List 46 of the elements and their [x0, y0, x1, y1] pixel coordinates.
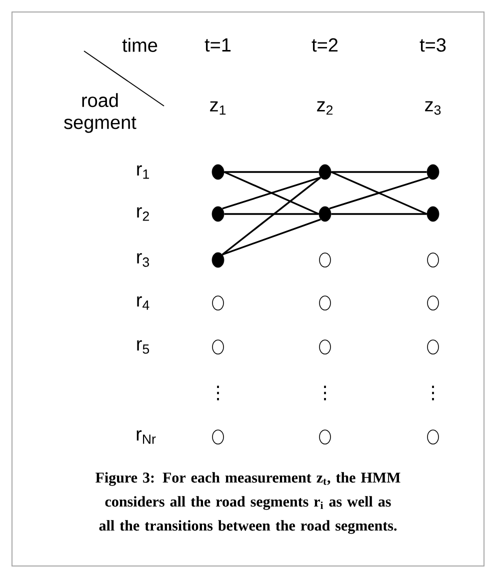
open-circle — [319, 430, 331, 444]
filled-dot — [318, 206, 332, 222]
filled-dot — [212, 206, 224, 222]
row-label: r$_{Nr}$ — [136, 430, 156, 444]
row-label: r$_{3}$ — [137, 253, 150, 267]
axis-label: time — [122, 38, 158, 52]
column-header: z$_{2}$ — [317, 101, 333, 115]
edge-line — [222, 176, 321, 210]
open-circle — [319, 252, 331, 268]
column-header: z$_{3}$ — [425, 101, 441, 115]
figure-caption: Figure 3: For each measurement z$_{t}$, the HMM considers all the road segments r$_{i}$ as well as all the transitions between the road segments. — [96, 472, 400, 534]
edge-line — [224, 171, 319, 173]
axis-label: road segment — [64, 93, 136, 133]
open-circle — [427, 296, 439, 310]
open-circle — [212, 430, 224, 444]
open-circle — [427, 430, 439, 444]
filled-dot — [426, 206, 440, 222]
edge-line — [331, 213, 427, 215]
filled-dot — [318, 164, 332, 180]
edge-line — [222, 218, 321, 256]
edge-line — [331, 171, 427, 173]
column-header: z$_{1}$ — [210, 101, 226, 115]
edge-line — [329, 176, 429, 210]
filled-dot — [212, 252, 224, 268]
open-circle — [427, 340, 439, 354]
column-header: t=1 — [204, 38, 231, 52]
open-circle — [212, 340, 224, 354]
edge-line — [330, 171, 428, 215]
ellipsis: ⋮ — [432, 386, 434, 400]
row-label: r$_{4}$ — [137, 296, 150, 310]
edge-line — [222, 176, 322, 256]
ellipsis: ⋮ — [324, 386, 326, 400]
open-circle — [212, 296, 224, 310]
row-label: r$_{1}$ — [137, 165, 149, 179]
row-label: r$_{5}$ — [137, 340, 150, 354]
open-circle — [319, 340, 331, 354]
filled-dot — [212, 164, 224, 180]
open-circle — [427, 252, 439, 268]
edge-line — [224, 171, 320, 215]
edge-line — [224, 213, 319, 215]
ellipsis: ⋮ — [217, 386, 219, 400]
open-circle — [319, 296, 331, 310]
column-header: t=3 — [420, 38, 446, 52]
row-label: r$_{2}$ — [137, 207, 149, 221]
filled-dot — [426, 164, 440, 180]
column-header: t=2 — [312, 38, 338, 52]
